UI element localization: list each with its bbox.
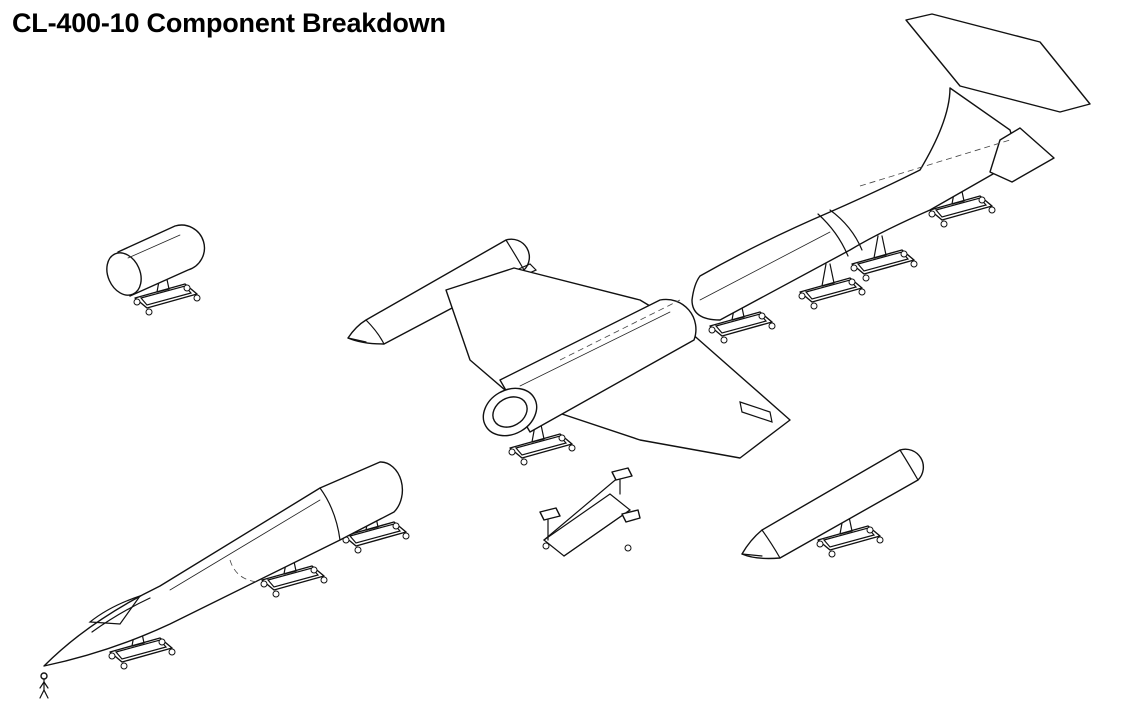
diagram-title: CL-400-10 Component Breakdown xyxy=(12,8,446,38)
right-wing-engine-nacelle xyxy=(741,448,925,560)
aft-fuselage-tail xyxy=(691,13,1091,344)
forward-fuselage-nose xyxy=(43,461,410,670)
small-tank xyxy=(106,224,206,316)
center-wing-section xyxy=(445,267,791,466)
empty-stand xyxy=(539,467,641,557)
scale-figure xyxy=(39,672,49,699)
